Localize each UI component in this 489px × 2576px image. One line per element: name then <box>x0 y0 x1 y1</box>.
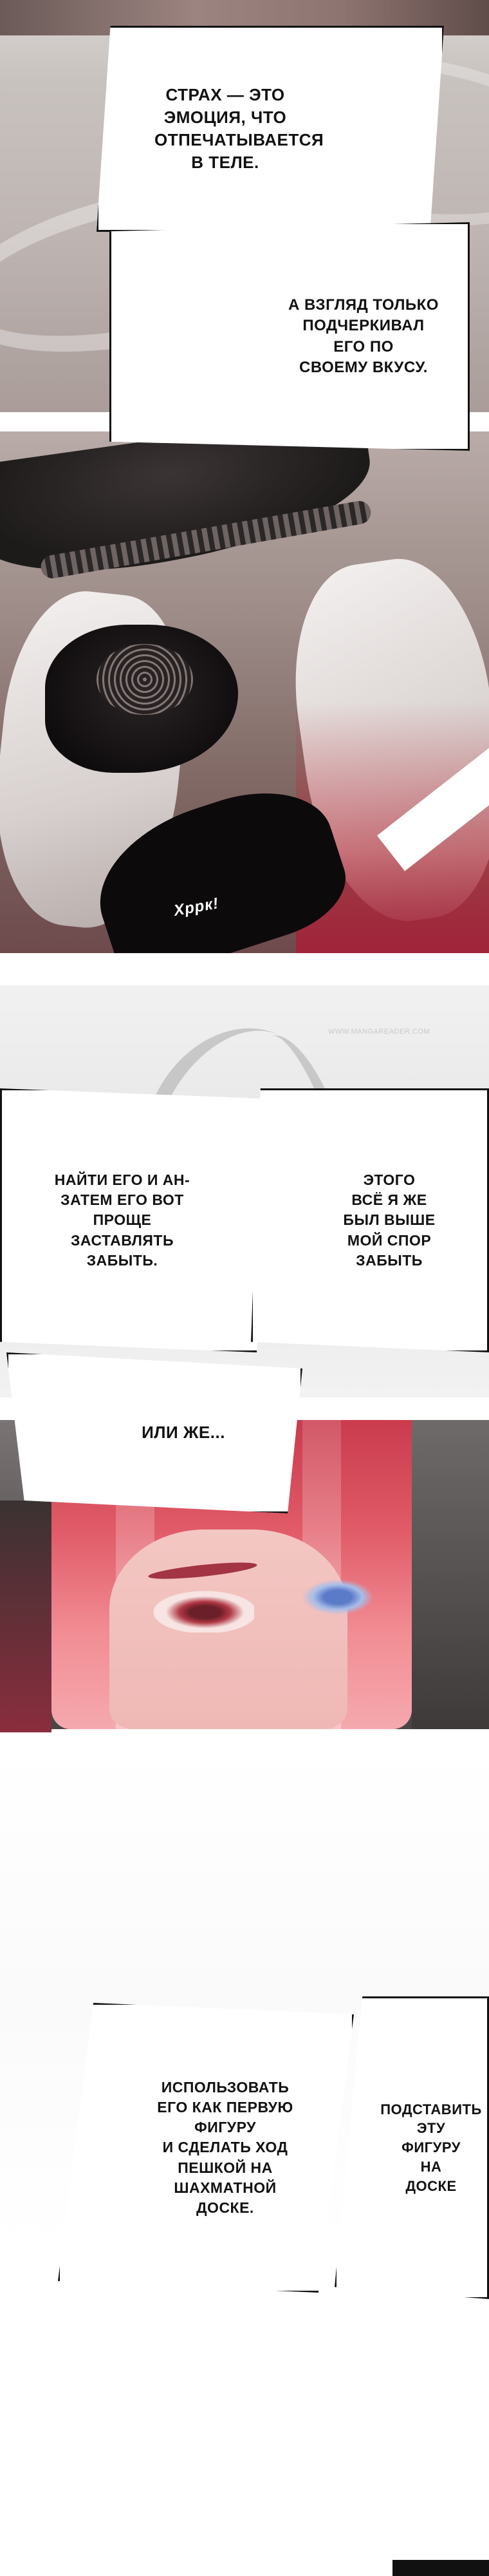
caption-text: Или же... <box>142 1423 225 1443</box>
caption-text: А взгляд только подчеркивал его по своем… <box>288 296 439 376</box>
caption-box: Использовать его как первую фигуру и сде… <box>58 2003 354 2293</box>
caption-box: Страх — это эмоция, что отпечатывается в… <box>97 26 444 232</box>
caption-box: Найти его и ан- затем его вот проще заст… <box>0 1088 270 1352</box>
caption-box: Подставить эту фигуру на доске <box>335 1996 489 2299</box>
caption-text: Страх — это эмоция, что отпечатывается в… <box>154 84 324 173</box>
watermark: WWW.MANGAREADER.COM <box>328 1028 430 1036</box>
red-eye <box>145 1587 254 1633</box>
caption-text: Подставить эту фигуру на доске <box>380 2101 482 2194</box>
bottom-strip <box>392 2560 489 2576</box>
hands-panel <box>0 431 489 953</box>
blue-eye-reflection <box>299 1578 376 1616</box>
side-strip <box>412 1420 489 1729</box>
caption-text: Этого всё я же был выше мой спор забыть <box>343 1171 436 1269</box>
caption-text: Использовать его как первую фигуру и сде… <box>157 2079 293 2216</box>
caption-box: Или же... <box>6 1352 302 1513</box>
caption-box: А взгляд только подчеркивал его по своем… <box>109 222 470 451</box>
caption-text: Найти его и ан- затем его вот проще заст… <box>54 1171 190 1269</box>
chess-piece-ornament <box>97 644 193 715</box>
caption-box: Этого всё я же был выше мой спор забыть <box>251 1088 489 1352</box>
side-strip <box>0 1501 51 1732</box>
